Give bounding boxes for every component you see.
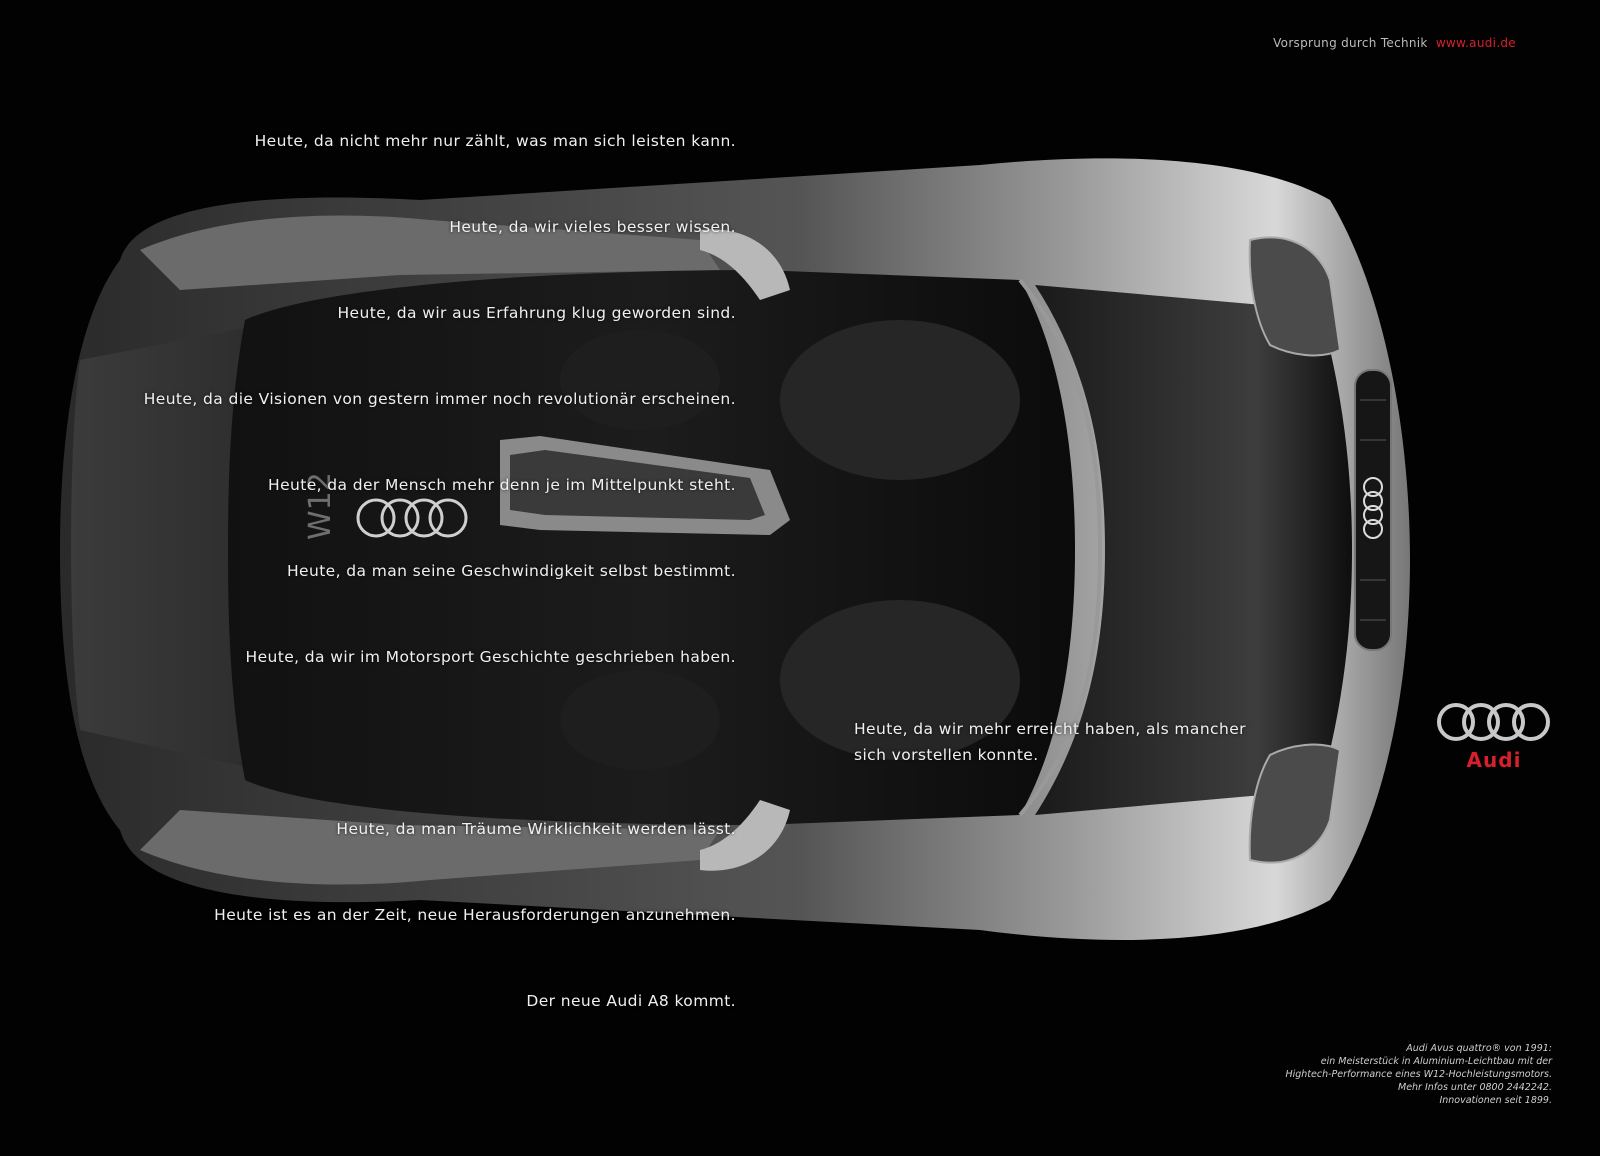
seat-top (780, 320, 1020, 480)
headline-10: Der neue Audi A8 kommt. (526, 992, 736, 1010)
headlight-bottom (1248, 743, 1342, 864)
headline-right: Heute, da wir mehr erreicht haben, als m… (854, 720, 1246, 764)
headline-1: Heute, da nicht mehr nur zählt, was man … (254, 132, 736, 150)
website-link[interactable]: www.audi.de (1435, 36, 1516, 50)
seat-bottom (780, 600, 1020, 760)
headline-5: Heute, da der Mensch mehr denn je im Mit… (268, 476, 736, 494)
grille-rings (1363, 477, 1383, 539)
footnote-line: ein Meisterstück in Aluminium-Leichtbau … (1320, 1056, 1552, 1067)
audi-logo[interactable]: Audi (1434, 700, 1554, 780)
hood (1035, 285, 1352, 815)
tagline-slogan: Vorsprung durch Technik (1273, 36, 1428, 50)
footnote-line: Innovationen seit 1899. (1439, 1095, 1552, 1106)
footnote: Audi Avus quattro® von 1991: ein Meister… (1172, 1042, 1552, 1107)
headline-3: Heute, da wir aus Erfahrung klug geworde… (337, 304, 736, 322)
headlight-top (1248, 236, 1342, 357)
headline-7: Heute, da wir im Motorsport Geschichte g… (245, 648, 736, 666)
headline-8: Heute, da man Träume Wirklichkeit werden… (336, 820, 736, 838)
headline-6: Heute, da man seine Geschwindigkeit selb… (286, 562, 736, 580)
headline-4: Heute, da die Visionen von gestern immer… (143, 390, 736, 408)
headline-9: Heute ist es an der Zeit, neue Herausfor… (214, 906, 736, 924)
footnote-line: Hightech-Performance eines W12-Hochleist… (1285, 1069, 1552, 1080)
audi-rings-icon (1437, 703, 1550, 741)
headline-2: Heute, da wir vieles besser wissen. (449, 218, 736, 236)
footnote-line: Mehr Infos unter 0800 2442242. (1398, 1082, 1552, 1093)
tagline: Vorsprung durch Technik www.audi.de (1273, 36, 1516, 50)
engine-label: W12 (303, 472, 338, 540)
audi-wordmark: Audi (1466, 748, 1522, 772)
engine-rings (356, 498, 468, 538)
footnote-line: Audi Avus quattro® von 1991: (1406, 1043, 1552, 1054)
